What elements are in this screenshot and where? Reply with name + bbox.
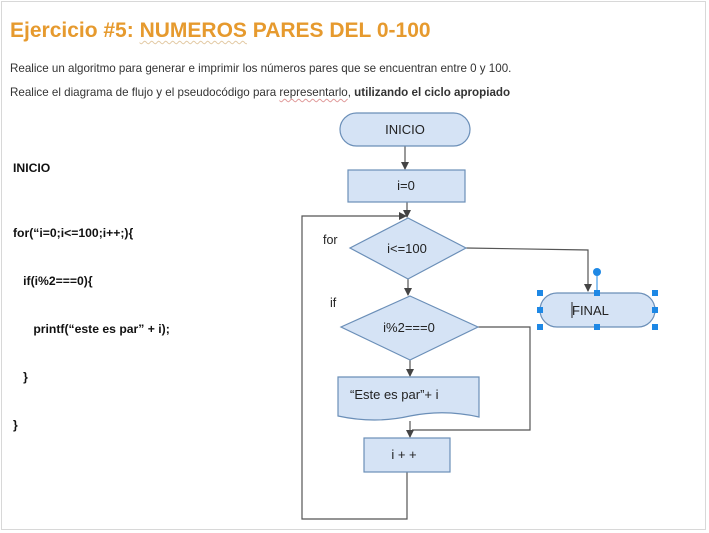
- resize-handle-se: [652, 324, 658, 330]
- selection-handles[interactable]: [537, 268, 658, 330]
- if-condition: i%2===0: [383, 320, 435, 335]
- init-label: i=0: [397, 178, 415, 193]
- pseudocode-line: }: [13, 370, 28, 384]
- instruction-line-2: Realice el diagrama de flujo y el pseudo…: [10, 86, 510, 99]
- arrow-loop-to-end: [465, 247, 592, 292]
- loop-condition: i<=100: [387, 241, 427, 256]
- init-process[interactable]: [347, 169, 466, 203]
- resize-handle-nw: [537, 290, 543, 296]
- resize-handle-n: [594, 290, 600, 296]
- loop-keyword: for: [323, 233, 338, 247]
- resize-handle-sw: [537, 324, 543, 330]
- start-label: INICIO: [385, 122, 425, 137]
- resize-handle-w: [537, 307, 543, 313]
- end-label: FINAL: [572, 303, 609, 318]
- instruction-line-2-bold: utilizando el ciclo apropiado: [354, 86, 511, 99]
- pseudocode-block: INICIO for(“i=0;i<=100;i++;){ if(i%2===0…: [13, 128, 170, 449]
- increment-process[interactable]: [363, 437, 451, 473]
- print-output[interactable]: [337, 376, 480, 421]
- if-decision[interactable]: [339, 295, 480, 361]
- increment-label: i + +: [391, 447, 416, 462]
- start-terminal[interactable]: [339, 112, 471, 147]
- instruction-line-2-word: representarlo: [279, 86, 348, 99]
- if-keyword: if: [330, 296, 337, 310]
- pseudocode-line: if(i%2===0){: [13, 274, 93, 288]
- pseudocode-line: INICIO: [13, 161, 51, 175]
- instruction-line-2-sep: ,: [347, 86, 355, 99]
- title-suffix: PARES DEL 0-100: [246, 19, 431, 42]
- arrow-loop-back: [301, 212, 408, 520]
- resize-handle-s: [594, 324, 600, 330]
- pseudocode-line: printf(“este es par” + i);: [13, 322, 170, 336]
- rotate-handle: [593, 268, 601, 276]
- loop-decision[interactable]: [348, 217, 468, 280]
- pseudocode-line: }: [13, 418, 18, 432]
- flowchart-connectors: [301, 146, 592, 520]
- resize-handle-e: [652, 307, 658, 313]
- instruction-line-2-text: Realice el diagrama de flujo y el pseudo…: [10, 86, 280, 99]
- instruction-line-1: Realice un algoritmo para generar e impr…: [10, 62, 512, 75]
- print-label: “Este es par”+ i: [350, 387, 439, 402]
- pseudocode-line: for(“i=0;i<=100;i++;){: [13, 226, 134, 240]
- resize-handle-ne: [652, 290, 658, 296]
- title-main-word: NUMEROS: [139, 19, 247, 42]
- arrow-if-false-bypass: [412, 326, 531, 431]
- title-prefix: Ejercicio #5:: [10, 19, 140, 42]
- page-title: Ejercicio #5: NUMEROS PARES DEL 0-100: [10, 19, 431, 43]
